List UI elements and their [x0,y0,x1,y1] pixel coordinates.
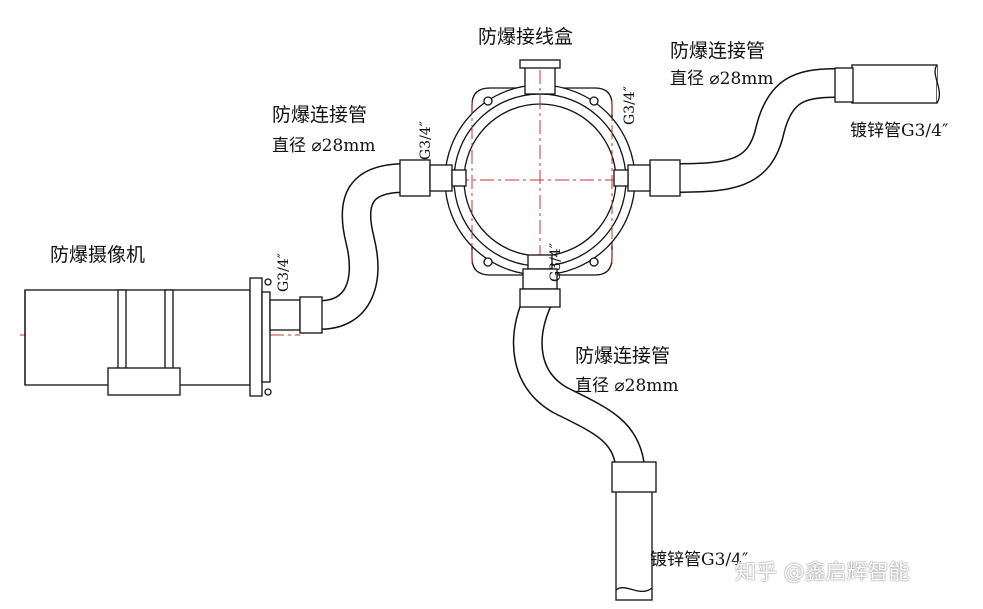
galvanized-pipe-right [834,64,941,104]
camera [24,277,323,397]
diameter-label-left: 直径 ⌀28mm [272,136,376,156]
galvanized-pipe-bottom [611,461,657,601]
diameter-label-bottom: 直径 ⌀28mm [575,376,679,396]
fitting-bottom [519,254,561,308]
connector-label-left: 防爆连接管 [272,104,368,126]
connector-label-bottom: 防爆连接管 [575,345,671,367]
galvanized-label-bottom: 镀锌管G3/4″ [650,550,749,570]
thread-label-camera: G3/4″ [276,253,292,292]
thread-label-left: G3/4″ [418,121,434,160]
connector-label-top-right: 防爆连接管 [670,40,766,62]
fitting-left [399,159,467,197]
watermark: 知乎 @鑫启辉智能 [735,560,910,584]
fitting-right [613,159,681,197]
galvanized-label-right: 镀锌管G3/4″ [850,121,949,141]
diameter-label-top-right: 直径 ⌀28mm [670,69,774,89]
thread-label-right: G3/4″ [622,86,638,125]
thread-label-bottom: G3/4″ [548,243,564,282]
pipe-left [318,163,406,330]
camera-label: 防爆摄像机 [50,244,146,266]
pipe-right [674,68,836,193]
pipe-bottom [512,293,645,468]
junction-box [444,59,636,276]
junction-box-label: 防爆接线盒 [478,26,574,48]
